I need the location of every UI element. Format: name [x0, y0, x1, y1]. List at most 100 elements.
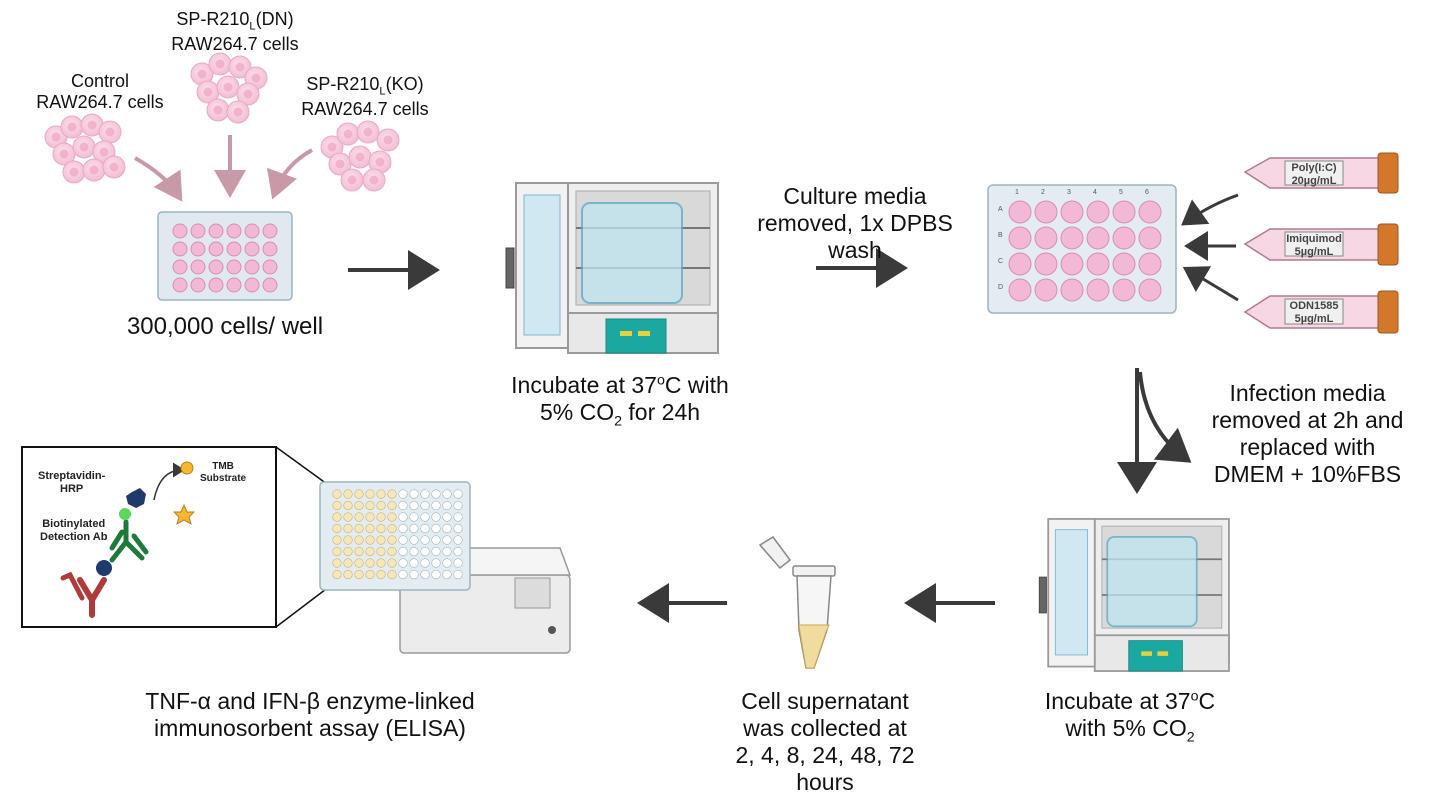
- well: [376, 523, 386, 534]
- supernatant-label: Cell supernatant was collected at 2, 4, …: [700, 688, 950, 797]
- well: [431, 535, 441, 545]
- dn-label-line1: SP-R210L(DN): [176, 9, 294, 33]
- well: [332, 569, 342, 580]
- control-label-line1: Control: [70, 71, 130, 91]
- supernatant-line1: Cell supernatant: [741, 688, 909, 714]
- ko-label-line2: RAW264.7 cells: [301, 98, 429, 119]
- well: [442, 523, 452, 534]
- seeding-plate: [157, 211, 293, 301]
- control-label: Control RAW264.7 cells: [30, 71, 170, 113]
- well: [409, 569, 419, 580]
- well: [420, 546, 430, 557]
- dn-label-line2: RAW264.7 cells: [171, 33, 299, 54]
- incubator-2: [1038, 517, 1230, 673]
- well: [376, 546, 386, 557]
- wash-line3: wash: [828, 237, 882, 264]
- incubate-1-line2: 5% CO2 for 24h: [539, 399, 701, 430]
- well: [398, 489, 408, 499]
- seeding-label: 300,000 cells/ well: [126, 313, 324, 340]
- well: [398, 512, 408, 522]
- well: [442, 500, 452, 511]
- well: [398, 569, 408, 580]
- well: [332, 523, 342, 534]
- well: [453, 500, 463, 511]
- well: [332, 535, 342, 545]
- well: [365, 512, 375, 522]
- incubate-2-line1: Incubate at 37oC: [1044, 688, 1216, 714]
- well: [442, 546, 452, 557]
- well: [332, 558, 342, 568]
- well: [365, 500, 375, 511]
- well: [343, 535, 353, 545]
- well: [376, 569, 386, 580]
- control-cell-cluster: [44, 113, 126, 184]
- well: [376, 535, 386, 545]
- well: [365, 558, 375, 568]
- well: [387, 489, 397, 499]
- well: [420, 489, 430, 499]
- supernatant-line4: hours: [796, 769, 854, 796]
- well: [442, 558, 452, 568]
- well: [332, 512, 342, 522]
- supernatant-line3: 2, 4, 8, 24, 48, 72: [735, 742, 915, 769]
- elisa-label: TNF-α and IFN-β enzyme-linked immunosorb…: [100, 688, 520, 742]
- well: [409, 535, 419, 545]
- well: [453, 569, 463, 580]
- well: [453, 558, 463, 568]
- well: [343, 489, 353, 499]
- incubate-1-line1: Incubate at 37oC with: [511, 372, 729, 398]
- well: [420, 535, 430, 545]
- well: [376, 558, 386, 568]
- incubator-1: [505, 182, 719, 354]
- well: [376, 489, 386, 499]
- ko-cell-cluster: [320, 120, 400, 192]
- well: [453, 535, 463, 545]
- dn-cell-cluster: [190, 52, 268, 124]
- infection-line4: DMEM + 10%FBS: [1213, 461, 1402, 488]
- well: [332, 500, 342, 511]
- well: [343, 512, 353, 522]
- well: [354, 569, 364, 580]
- well: [453, 489, 463, 499]
- polyic-tube-label: Poly(I:C)20µg/mL: [1291, 162, 1337, 187]
- well: [387, 546, 397, 557]
- well: [387, 535, 397, 545]
- well: [343, 500, 353, 511]
- well: [332, 546, 342, 557]
- well: [431, 500, 441, 511]
- infection-line1: Infection media: [1229, 380, 1386, 406]
- well: [453, 512, 463, 522]
- ko-label: SP-R210L(KO) RAW264.7 cells: [290, 74, 440, 120]
- well: [431, 512, 441, 522]
- well: [409, 546, 419, 557]
- well: [420, 512, 430, 522]
- well: [420, 523, 430, 534]
- wash-label: Culture media removed, 1x DPBS wash: [735, 183, 975, 264]
- well: [365, 489, 375, 499]
- supernatant-line2: was collected at: [743, 715, 907, 742]
- wash-line1: Culture media: [783, 183, 927, 209]
- well: [431, 489, 441, 499]
- well: [354, 489, 364, 499]
- well: [420, 558, 430, 568]
- supernatant-tube: [758, 536, 836, 669]
- well: [365, 546, 375, 557]
- well: [398, 500, 408, 511]
- well: [442, 569, 452, 580]
- well: [409, 489, 419, 499]
- well: [365, 569, 375, 580]
- well: [365, 523, 375, 534]
- incubate-1-label: Incubate at 37oC with 5% CO2 for 24h: [480, 372, 760, 431]
- well: [442, 512, 452, 522]
- well: [387, 523, 397, 534]
- well: [365, 535, 375, 545]
- incubate-2-label: Incubate at 37oC with 5% CO2: [1005, 688, 1255, 747]
- control-label-line2: RAW264.7 cells: [36, 92, 164, 113]
- control-arrow: [134, 156, 183, 202]
- well: [442, 535, 452, 545]
- well: [343, 569, 353, 580]
